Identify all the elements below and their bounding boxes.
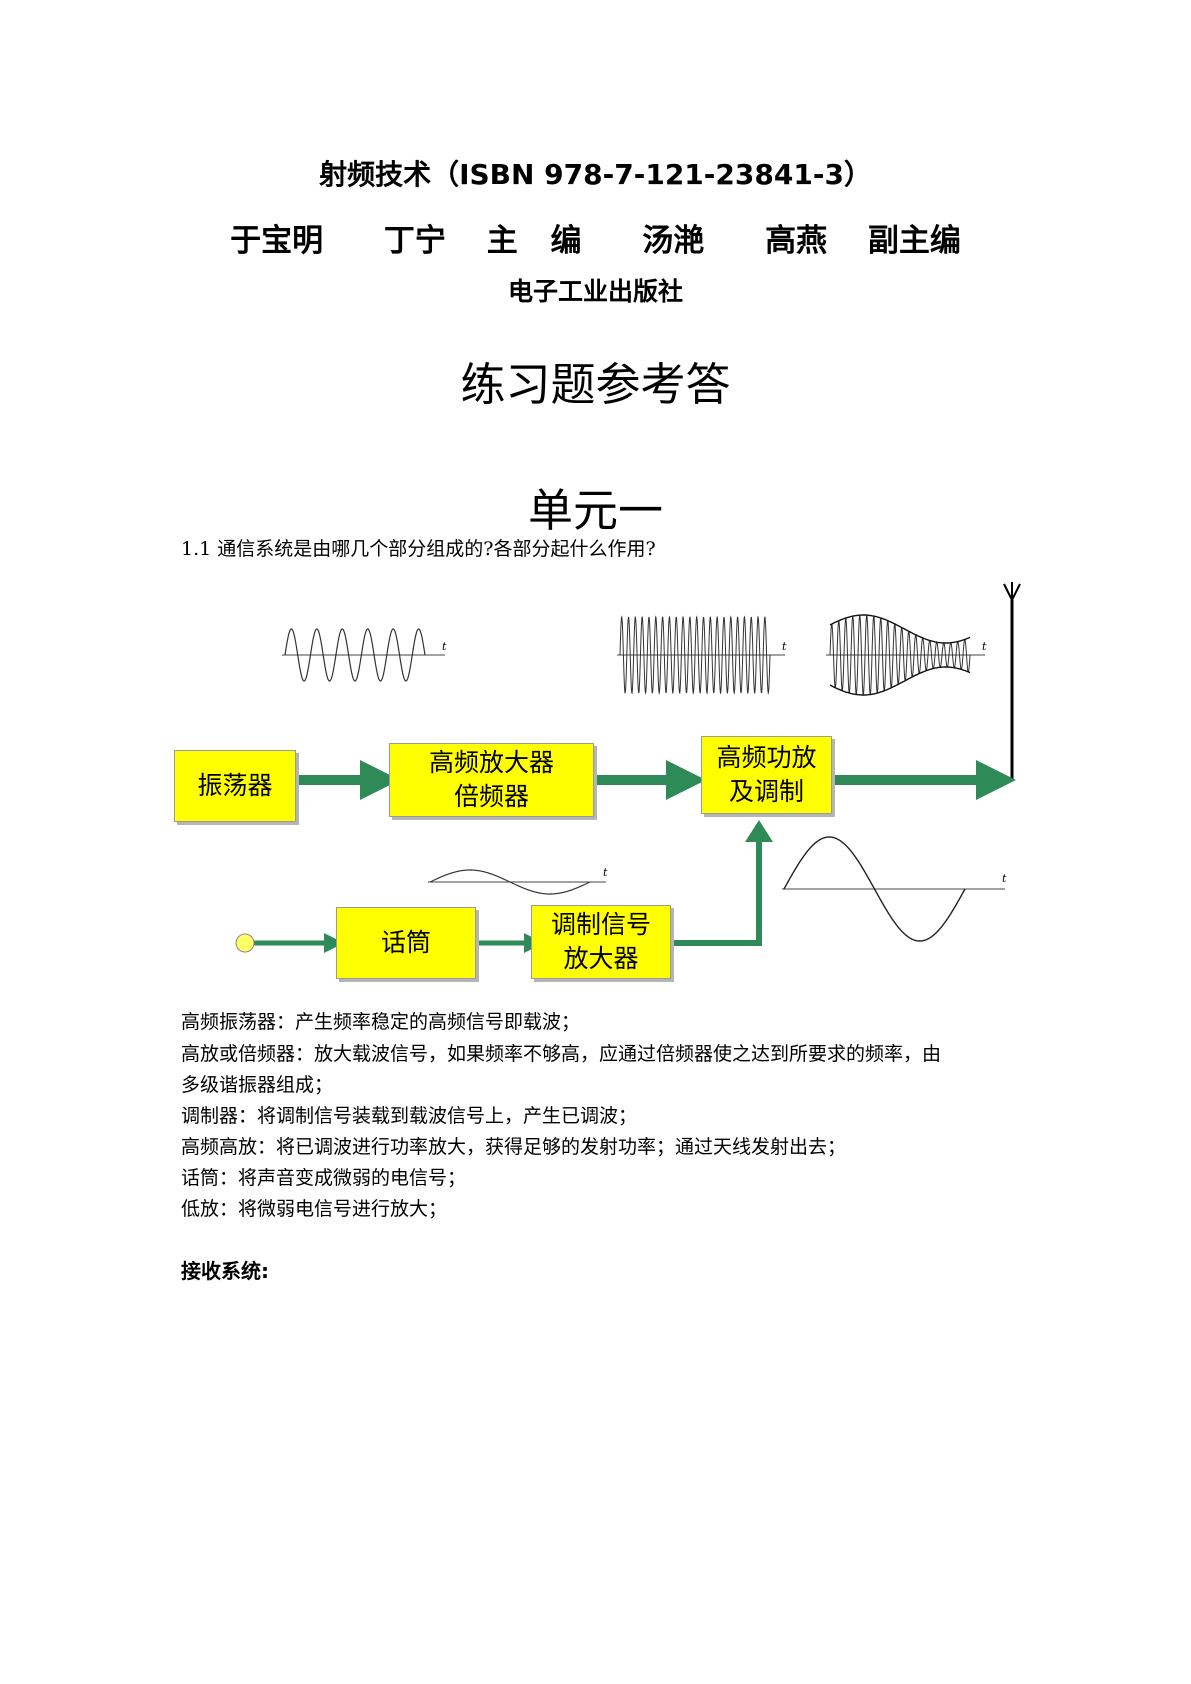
- role-label: 主: [486, 223, 518, 259]
- time-axis-label: t: [982, 640, 987, 653]
- transmitter-block-diagram: t t t: [170, 580, 1030, 1000]
- block-label: 高频放大器: [428, 748, 554, 777]
- carrier-waveform: t: [282, 628, 447, 682]
- question-text: 1.1 通信系统是由哪几个部分组成的?各部分起什么作用?: [181, 538, 656, 560]
- microphone-block: 话筒: [336, 907, 476, 979]
- description-line: 高放或倍频器：放大载波信号，如果频率不够高，应通过倍频器使之达到所要求的频率，由: [181, 1043, 942, 1065]
- section-heading: 练习题参考答: [460, 358, 731, 411]
- high-frequency-waveform: t: [617, 615, 787, 695]
- block-label: 放大器: [563, 944, 639, 973]
- diagram-graphics: t t t: [235, 582, 1021, 953]
- book-title: 射频技术（ISBN 978-7-121-23841-3）: [319, 158, 872, 191]
- block-label: 高频功放: [716, 743, 817, 772]
- block-label: 及调制: [728, 777, 804, 806]
- block-label: 倍频器: [453, 782, 529, 811]
- source-dot: [235, 933, 255, 953]
- block-label: 振荡器: [197, 771, 273, 800]
- time-axis-label: t: [603, 866, 608, 879]
- role-label: 副主编: [867, 223, 961, 259]
- author-line: 于宝明 丁宁 主 编 汤滟 高燕 副主编: [0, 215, 1191, 260]
- time-axis-label: t: [782, 640, 787, 653]
- am-modulated-waveform: t: [826, 614, 987, 696]
- receiver-heading: 接收系统:: [181, 1259, 269, 1283]
- description-line: 低放：将微弱电信号进行放大；: [181, 1198, 448, 1220]
- author-name: 丁宁: [383, 223, 446, 259]
- unit-heading: 单元一: [527, 484, 663, 537]
- author-name: 高燕: [765, 223, 828, 259]
- power-amplifier-modulator-block: 高频功放 及调制: [701, 736, 832, 814]
- modulating-signal-waveform: t: [428, 866, 608, 895]
- audio-waveform: t: [782, 836, 1007, 942]
- block-label: 话筒: [380, 928, 431, 957]
- modulation-amplifier-block: 调制信号 放大器: [531, 905, 671, 979]
- description-line: 话筒：将声音变成微弱的电信号；: [181, 1167, 467, 1189]
- description-line: 高频振荡器：产生频率稳定的高频信号即载波；: [181, 1011, 581, 1033]
- description-line: 高频高放：将已调波进行功率放大，获得足够的发射功率；通过天线发射出去；: [181, 1136, 847, 1158]
- oscillator-block: 振荡器: [174, 750, 296, 822]
- role-label: 编: [550, 223, 582, 259]
- block-label: 调制信号: [550, 910, 651, 939]
- description-line: 多级谐振器组成；: [181, 1074, 334, 1096]
- time-axis-label: t: [1002, 872, 1007, 885]
- signal-arrows: [252, 760, 1016, 953]
- author-name: 汤滟: [642, 223, 705, 259]
- time-axis-label: t: [442, 640, 447, 653]
- hf-amplifier-block: 高频放大器 倍频器: [389, 743, 594, 817]
- publisher: 电子工业出版社: [507, 277, 683, 306]
- author-name: 于宝明: [230, 223, 324, 259]
- antenna-icon: [1003, 582, 1021, 780]
- description-line: 调制器：将调制信号装载到载波信号上，产生已调波；: [181, 1105, 638, 1127]
